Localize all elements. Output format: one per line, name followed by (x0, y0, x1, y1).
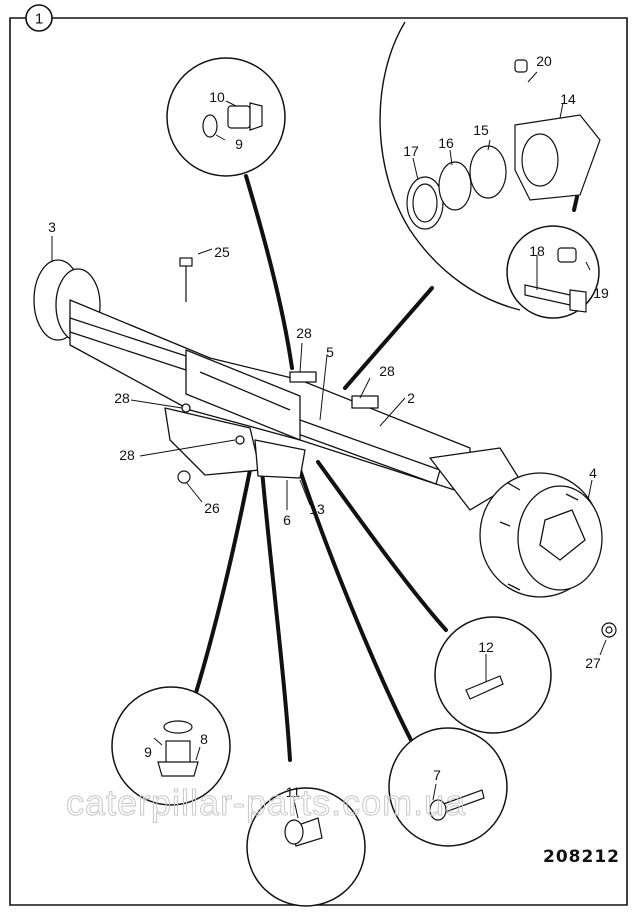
callout-18: 18 (529, 243, 545, 259)
leader-detail-pivot-bolts (572, 195, 579, 212)
callout-8: 8 (200, 731, 208, 747)
bolt-25-head (179, 257, 193, 267)
callout-19: 19 (593, 285, 609, 301)
callout-12: 12 (478, 639, 494, 655)
detail-top-circle (166, 57, 286, 177)
callout-7: 7 (433, 767, 441, 783)
callout-leaders (51, 71, 607, 819)
pin-12 (465, 675, 504, 700)
callout-5: 5 (326, 344, 334, 360)
grease-cap-20 (514, 59, 528, 73)
pad-28-top (289, 371, 317, 383)
callout-25: 25 (214, 244, 230, 260)
washer-9-drain (163, 720, 193, 734)
bushing-16 (438, 161, 472, 211)
bushing-15 (469, 145, 507, 199)
axle-assembly (33, 259, 603, 598)
callout-17: 17 (403, 143, 419, 159)
callout-13: 13 (309, 501, 325, 517)
grease-nipple-19 (557, 247, 577, 263)
callout-11: 11 (286, 784, 301, 800)
callout-28-left: 28 (114, 390, 130, 406)
detail-leaders (193, 174, 579, 762)
callout-14: 14 (560, 91, 576, 107)
leader-detail-pivot (343, 286, 434, 390)
pad-28-right (351, 395, 379, 409)
drawing-code: 208212 (543, 847, 620, 867)
detail-plug-circle (246, 787, 366, 907)
pivot-housing (254, 439, 306, 479)
callout-labels: 3 25 10 9 20 14 15 16 17 18 19 28 5 28 2… (48, 53, 609, 800)
detail-bolt-circle (388, 727, 508, 847)
callout-16: 16 (438, 135, 454, 151)
callout-6: 6 (283, 512, 291, 528)
callout-28-lower: 28 (119, 447, 135, 463)
plug-8 (165, 740, 191, 764)
callout-20: 20 (536, 53, 552, 69)
leader-detail-pin (316, 460, 448, 632)
callout-9-top: 9 (235, 136, 243, 152)
washer-9-top (202, 114, 218, 138)
callout-10: 10 (209, 89, 225, 105)
bolt-28-lower (235, 435, 245, 445)
leader-detail-plug (260, 468, 292, 762)
pivot-bracket (164, 407, 261, 476)
right-hub-center (539, 509, 586, 561)
callout-2: 2 (407, 390, 415, 406)
callout-28-right: 28 (379, 363, 395, 379)
figure-number: 1 (35, 11, 43, 28)
leader-detail-top (244, 174, 294, 370)
callout-4: 4 (589, 465, 597, 481)
callout-15: 15 (473, 122, 489, 138)
callout-28-top: 28 (296, 325, 312, 341)
leader-detail-bolt (298, 468, 414, 744)
detail-pin-circle (434, 616, 552, 734)
loose-parts (157, 59, 617, 847)
figure-number-badge: 1 (25, 4, 53, 32)
callout-3: 3 (48, 219, 56, 235)
bolt-28-left (181, 403, 191, 413)
callout-26: 26 (204, 500, 220, 516)
right-hub-drum (517, 485, 603, 591)
nut-26 (177, 470, 191, 484)
steering-cylinder (185, 349, 301, 441)
callout-27: 27 (585, 655, 601, 671)
watermark-text: caterpillar-parts.com.ua (66, 782, 466, 823)
detail-pivot-circle (379, 21, 521, 311)
plug-10-hex (249, 102, 263, 131)
leader-detail-drain (193, 468, 252, 698)
callout-9-drain: 9 (144, 744, 152, 760)
plug-10 (227, 105, 251, 129)
